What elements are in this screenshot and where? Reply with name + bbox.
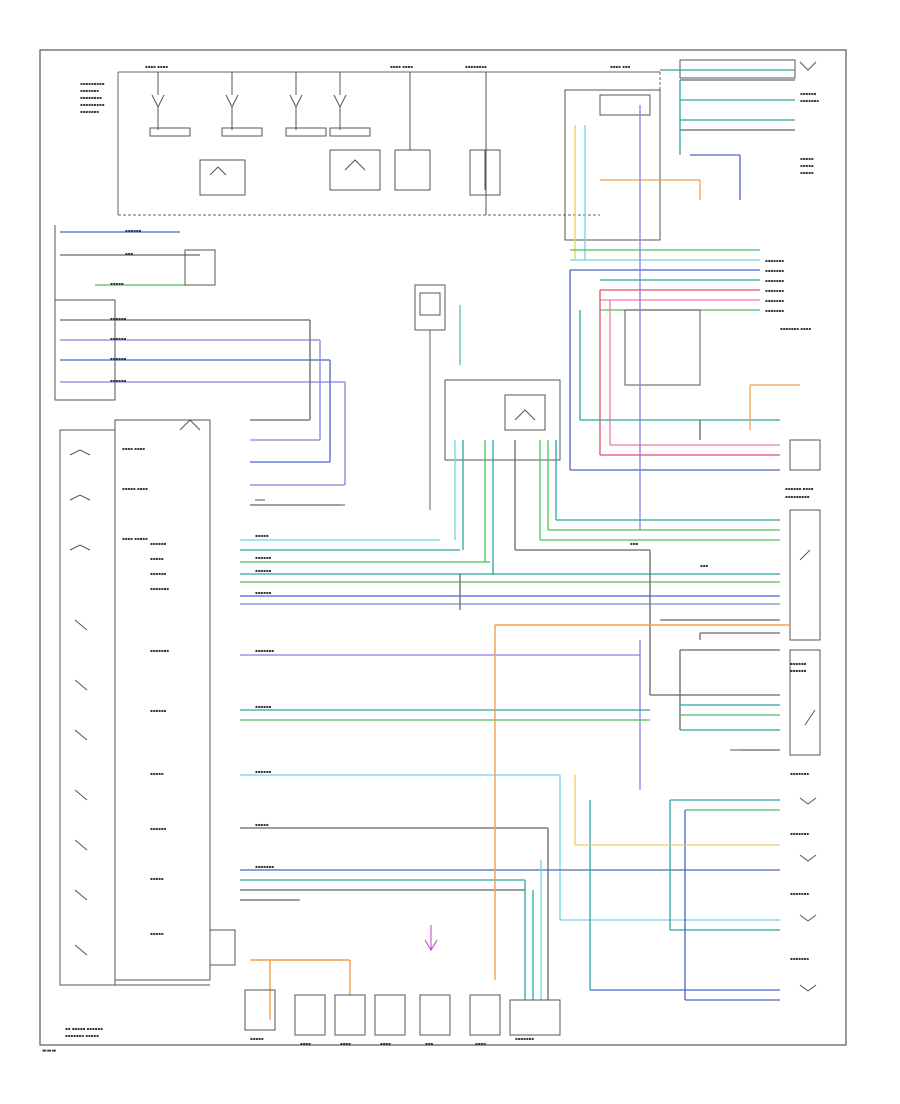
svg-text:▪▪▪▪▪: ▪▪▪▪▪ bbox=[800, 170, 814, 175]
svg-text:▪▪▪▪▪: ▪▪▪▪▪ bbox=[110, 281, 124, 286]
svg-text:▪▪▪▪▪▪ ▪▪▪▪: ▪▪▪▪▪▪ ▪▪▪▪ bbox=[785, 486, 814, 491]
center-relay-block bbox=[444, 379, 561, 461]
svg-text:▪▪▪▪▪: ▪▪▪▪▪ bbox=[150, 556, 164, 561]
svg-text:▪▪▪▪▪▪▪: ▪▪▪▪▪▪▪ bbox=[790, 831, 809, 836]
svg-text:▪▪▪▪▪: ▪▪▪▪▪ bbox=[255, 822, 269, 827]
svg-text:▪▪▪▪: ▪▪▪▪ bbox=[340, 1041, 351, 1046]
lower-wires bbox=[240, 654, 780, 1001]
svg-text:▪▪▪▪▪▪: ▪▪▪▪▪▪ bbox=[150, 541, 167, 546]
svg-text:▪▪▪▪▪▪▪: ▪▪▪▪▪▪▪ bbox=[515, 1036, 534, 1041]
svg-text:▪▪▪▪▪▪▪: ▪▪▪▪▪▪▪ bbox=[790, 771, 809, 776]
svg-text:▪▪▪▪▪▪▪: ▪▪▪▪▪▪▪ bbox=[150, 586, 169, 591]
svg-text:▪▪▪▪▪: ▪▪▪▪▪ bbox=[150, 931, 164, 936]
svg-text:▪▪▪▪▪▪: ▪▪▪▪▪▪ bbox=[110, 316, 127, 321]
svg-text:▪▪▪▪▪▪: ▪▪▪▪▪▪ bbox=[800, 91, 817, 96]
orange-wire bbox=[250, 624, 790, 1020]
svg-text:▪▪▪▪▪▪: ▪▪▪▪▪▪ bbox=[790, 661, 807, 666]
fuse-labels: ▪▪▪▪ ▪▪▪▪ ▪▪▪▪ ▪▪▪▪ ▪▪▪▪▪▪▪▪ ▪▪▪▪ ▪▪▪ ▪▪… bbox=[80, 64, 631, 114]
hvac-switches bbox=[69, 449, 91, 956]
mid-bus-wires bbox=[240, 539, 780, 610]
svg-text:▪▪ ▪▪▪▪▪ ▪▪▪▪▪▪: ▪▪ ▪▪▪▪▪ ▪▪▪▪▪▪ bbox=[65, 1026, 103, 1031]
svg-text:▪▪▪▪▪▪: ▪▪▪▪▪▪ bbox=[150, 571, 167, 576]
right-sensor-labels: ▪▪▪▪▪▪ ▪▪▪▪▪▪▪ ▪▪▪▪▪ ▪▪▪▪▪ ▪▪▪▪▪ ▪▪▪▪▪▪▪… bbox=[765, 91, 819, 961]
svg-text:▪▪▪▪▪: ▪▪▪▪▪ bbox=[150, 876, 164, 881]
right-lower-wires bbox=[639, 230, 780, 790]
svg-text:▪▪▪: ▪▪▪ bbox=[630, 541, 638, 546]
svg-text:▪▪▪▪▪: ▪▪▪▪▪ bbox=[800, 156, 814, 161]
svg-text:▪▪▪▪▪▪▪: ▪▪▪▪▪▪▪ bbox=[765, 288, 784, 293]
wire-code-labels: ▪▪▪▪▪▪ ▪▪▪ ▪▪▪▪▪ ▪▪▪▪▪▪ ▪▪▪▪▪▪ ▪▪▪▪▪▪ ▪▪… bbox=[110, 228, 708, 869]
bottom-labels: ▪▪▪▪▪ ▪▪▪▪ ▪▪▪▪ ▪▪▪▪ ▪▪▪ ▪▪▪▪ ▪▪▪▪▪▪▪ bbox=[250, 1036, 534, 1046]
svg-text:▪▪▪▪▪▪▪: ▪▪▪▪▪▪▪ bbox=[80, 88, 99, 93]
svg-text:▪▪▪: ▪▪▪ bbox=[425, 1041, 433, 1046]
svg-text:▪▪▪▪▪▪▪: ▪▪▪▪▪▪▪ bbox=[150, 648, 169, 653]
svg-text:▪▪▪▪▪▪: ▪▪▪▪▪▪ bbox=[255, 590, 272, 595]
right-connector-wires bbox=[569, 249, 800, 471]
svg-text:▪▪▪▪: ▪▪▪▪ bbox=[475, 1041, 486, 1046]
svg-text:▪▪▪▪▪: ▪▪▪▪▪ bbox=[800, 163, 814, 168]
svg-text:▪▪▪▪▪▪: ▪▪▪▪▪▪ bbox=[110, 356, 127, 361]
svg-text:▪▪▪▪ ▪▪▪▪: ▪▪▪▪ ▪▪▪▪ bbox=[122, 446, 145, 451]
svg-text:▪▪▪▪▪: ▪▪▪▪▪ bbox=[250, 1036, 264, 1041]
svg-text:▪▪▪▪▪▪: ▪▪▪▪▪▪ bbox=[150, 708, 167, 713]
right-side-boxes bbox=[624, 309, 821, 641]
svg-text:▪▪▪▪▪▪▪: ▪▪▪▪▪▪▪ bbox=[765, 308, 784, 313]
svg-text:▪▪▪▪▪▪▪: ▪▪▪▪▪▪▪ bbox=[255, 864, 274, 869]
svg-text:▪▪▪▪: ▪▪▪▪ bbox=[380, 1041, 391, 1046]
svg-text:▪▪▪▪▪ ▪▪▪▪: ▪▪▪▪▪ ▪▪▪▪ bbox=[122, 486, 148, 491]
hvac-control-module bbox=[59, 419, 211, 986]
diagram-frame bbox=[39, 49, 847, 1046]
svg-text:▪▪▪▪▪▪▪▪▪: ▪▪▪▪▪▪▪▪▪ bbox=[785, 494, 810, 499]
svg-text:▪▪▪▪: ▪▪▪▪ bbox=[300, 1041, 311, 1046]
ground-symbols bbox=[255, 499, 740, 751]
pcm bbox=[414, 284, 461, 510]
svg-text:▪▪▪▪▪▪▪: ▪▪▪▪▪▪▪ bbox=[765, 278, 784, 283]
page-corner-mark: ▬▬▬ bbox=[42, 1048, 56, 1054]
svg-text:▪▪▪▪▪▪▪: ▪▪▪▪▪▪▪ bbox=[800, 98, 819, 103]
blower-motor-connector bbox=[564, 59, 817, 241]
svg-text:▪▪▪▪▪▪▪ ▪▪▪▪: ▪▪▪▪▪▪▪ ▪▪▪▪ bbox=[780, 326, 811, 331]
svg-text:▪▪▪▪▪: ▪▪▪▪▪ bbox=[150, 771, 164, 776]
svg-text:▪▪▪▪▪: ▪▪▪▪▪ bbox=[255, 533, 269, 538]
power-distribution-box: ▪▪▪▪ ▪▪▪▪ ▪▪▪▪ ▪▪▪▪ ▪▪▪▪▪▪▪▪ ▪▪▪▪ ▪▪▪ ▪▪… bbox=[80, 64, 661, 216]
svg-text:▪▪▪▪▪▪▪: ▪▪▪▪▪▪▪ bbox=[765, 268, 784, 273]
left-top-wires bbox=[60, 231, 346, 506]
right-sensor-connectors bbox=[789, 649, 821, 992]
svg-text:▪▪▪▪▪▪▪: ▪▪▪▪▪▪▪ bbox=[790, 956, 809, 961]
svg-text:▪▪▪▪▪▪: ▪▪▪▪▪▪ bbox=[255, 769, 272, 774]
top-right-wires bbox=[574, 69, 795, 260]
hvac-module-pin-labels: ▪▪▪▪ ▪▪▪▪ ▪▪▪▪▪ ▪▪▪▪ ▪▪▪▪ ▪▪▪▪▪ ▪▪▪▪▪▪ ▪… bbox=[65, 446, 169, 1038]
svg-text:▪▪▪▪▪▪▪: ▪▪▪▪▪▪▪ bbox=[765, 258, 784, 263]
svg-text:▪▪▪▪ ▪▪▪▪: ▪▪▪▪ ▪▪▪▪ bbox=[145, 64, 168, 69]
svg-text:▪▪▪▪▪▪: ▪▪▪▪▪▪ bbox=[110, 378, 127, 383]
svg-text:▪▪▪▪▪▪▪▪: ▪▪▪▪▪▪▪▪ bbox=[465, 64, 487, 69]
relay-group bbox=[199, 149, 501, 196]
svg-text:▪▪▪▪ ▪▪▪: ▪▪▪▪ ▪▪▪ bbox=[610, 64, 631, 69]
svg-text:▪▪▪▪▪▪: ▪▪▪▪▪▪ bbox=[125, 228, 142, 233]
bottom-ground-components bbox=[209, 925, 561, 1036]
svg-text:▪▪▪▪▪▪▪▪▪: ▪▪▪▪▪▪▪▪▪ bbox=[80, 81, 105, 86]
svg-text:▪▪▪▪▪▪▪: ▪▪▪▪▪▪▪ bbox=[765, 298, 784, 303]
svg-text:▪▪▪▪▪▪▪: ▪▪▪▪▪▪▪ bbox=[255, 648, 274, 653]
svg-text:▪▪▪▪▪▪: ▪▪▪▪▪▪ bbox=[255, 555, 272, 560]
svg-text:▪▪▪▪▪▪: ▪▪▪▪▪▪ bbox=[255, 704, 272, 709]
svg-text:▪▪▪▪ ▪▪▪▪: ▪▪▪▪ ▪▪▪▪ bbox=[390, 64, 413, 69]
svg-text:▪▪▪▪▪▪: ▪▪▪▪▪▪ bbox=[110, 336, 127, 341]
svg-text:▪▪▪▪▪▪: ▪▪▪▪▪▪ bbox=[150, 826, 167, 831]
center-vertical-wires bbox=[454, 440, 780, 575]
svg-text:▪▪▪▪▪▪▪▪: ▪▪▪▪▪▪▪▪ bbox=[80, 95, 102, 100]
svg-text:▪▪▪▪▪▪: ▪▪▪▪▪▪ bbox=[790, 668, 807, 673]
fuse-block bbox=[149, 72, 487, 215]
svg-text:▪▪▪▪ ▪▪▪▪▪: ▪▪▪▪ ▪▪▪▪▪ bbox=[122, 536, 148, 541]
svg-text:▪▪▪▪▪▪▪ ▪▪▪▪▪: ▪▪▪▪▪▪▪ ▪▪▪▪▪ bbox=[65, 1033, 99, 1038]
svg-text:▪▪▪: ▪▪▪ bbox=[700, 563, 708, 568]
svg-text:▪▪▪: ▪▪▪ bbox=[125, 251, 133, 256]
radiator-fan-relay bbox=[54, 225, 216, 431]
svg-text:▪▪▪▪▪▪▪▪▪: ▪▪▪▪▪▪▪▪▪ bbox=[80, 102, 105, 107]
svg-text:▪▪▪▪▪▪▪: ▪▪▪▪▪▪▪ bbox=[790, 891, 809, 896]
svg-text:▪▪▪▪▪▪▪: ▪▪▪▪▪▪▪ bbox=[80, 109, 99, 114]
svg-text:▪▪▪▪▪▪: ▪▪▪▪▪▪ bbox=[255, 568, 272, 573]
